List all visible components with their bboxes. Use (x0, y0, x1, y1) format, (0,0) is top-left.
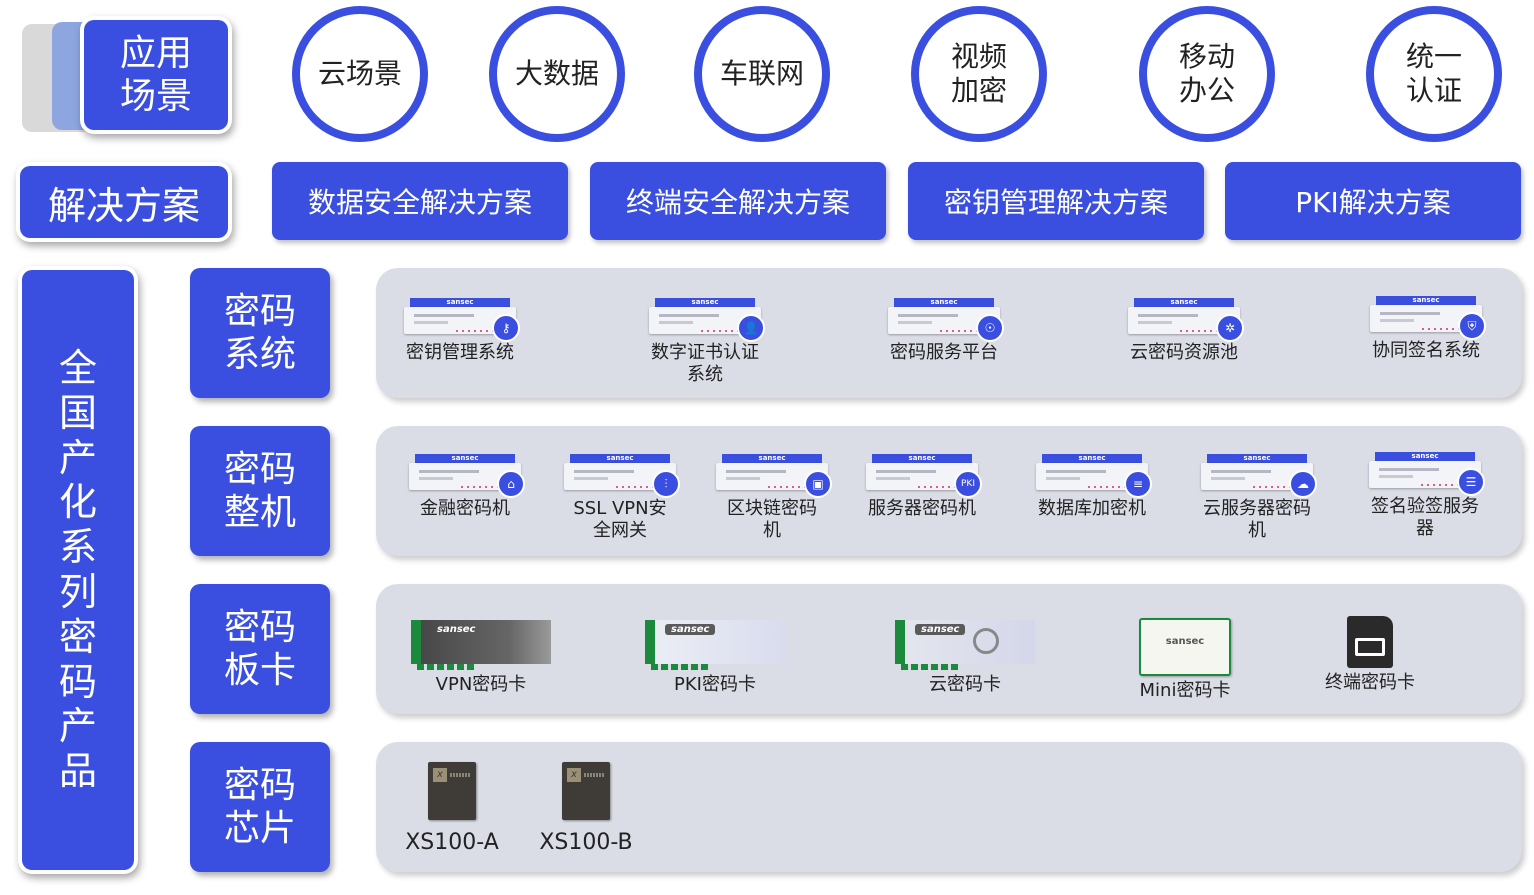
panel-machines (376, 426, 1522, 556)
product-sign-verify-server[interactable]: sansec☰ 签名验签服务 器 (1360, 452, 1490, 539)
server-device-icon: sansec✲ (1128, 298, 1244, 342)
pki-icon: PKI (954, 470, 982, 498)
server-device-icon: sansec☁ (1201, 454, 1317, 498)
item-label: 数据库加密机 (1038, 498, 1146, 519)
product-chip-xs100-b[interactable]: XS100-B (534, 762, 638, 856)
item-label: Mini密码卡 (1139, 680, 1231, 701)
network-icon: ✲ (1216, 314, 1244, 342)
category-label-machines: 密码 整机 (190, 426, 330, 556)
item-label: 服务器密码机 (868, 498, 976, 519)
server-device-icon: sansec⚷ (404, 298, 520, 342)
scene-iov[interactable]: 车联网 (694, 6, 830, 142)
item-label: PKI密码卡 (674, 674, 756, 695)
product-pki-crypto-card[interactable]: sansec PKI密码卡 (640, 620, 790, 696)
document-icon: ☰ (1457, 468, 1485, 496)
server-device-icon: sansec⛨ (1370, 296, 1486, 340)
item-label: 金融密码机 (420, 498, 510, 519)
category-label-chips: 密码 芯片 (190, 742, 330, 872)
server-device-icon: sansec▣ (716, 454, 832, 498)
sliders-icon: ⫶ (652, 470, 680, 498)
sd-card-icon (1347, 616, 1393, 668)
scene-cloud[interactable]: 云场景 (292, 6, 428, 142)
shield-icon: ⛨ (1458, 312, 1486, 340)
item-label: 云密码卡 (929, 674, 1001, 695)
product-database-encryptor[interactable]: sansec≡ 数据库加密机 (1022, 454, 1162, 520)
server-device-icon: sansec👤 (649, 298, 765, 342)
server-device-icon: sansec⫶ (564, 454, 680, 498)
category-label-cards: 密码 板卡 (190, 584, 330, 714)
product-cloud-crypto-card[interactable]: sansec 云密码卡 (890, 620, 1040, 696)
scenes-row-label: 应用 场景 (84, 20, 228, 130)
database-icon: ≡ (1124, 470, 1152, 498)
item-label: VPN密码卡 (435, 674, 527, 695)
product-ssl-vpn-gateway[interactable]: sansec⫶ SSL VPN安 全网关 (560, 454, 680, 541)
product-crypto-service-platform[interactable]: sansec☉ 密码服务平台 (884, 298, 1004, 364)
server-device-icon: sansec☰ (1369, 452, 1485, 496)
item-label: 云密码资源池 (1130, 342, 1238, 363)
item-label: 协同签名系统 (1372, 340, 1480, 361)
bank-icon: ⌂ (497, 470, 525, 498)
key-icon: ⚷ (492, 314, 520, 342)
item-label: SSL VPN安 全网关 (573, 498, 667, 541)
item-label: 区块链密码 机 (727, 498, 817, 541)
solutions-row-label: 解决方案 (20, 166, 228, 238)
product-vpn-crypto-card[interactable]: sansec VPN密码卡 (406, 620, 556, 696)
mini-card-icon: sansec (1139, 618, 1231, 676)
product-chip-xs100-a[interactable]: XS100-A (400, 762, 504, 856)
briefcase-icon: ▣ (804, 470, 832, 498)
item-label: 云服务器密码 机 (1203, 498, 1311, 541)
chip-icon (428, 762, 476, 820)
product-blockchain-crypto-machine[interactable]: sansec▣ 区块链密码 机 (712, 454, 832, 541)
pcie-card-icon: sansec (645, 620, 785, 670)
item-label: 数字证书认证 系统 (651, 342, 759, 385)
product-cloud-server-crypto-machine[interactable]: sansec☁ 云服务器密码 机 (1192, 454, 1322, 541)
products-row-label: 全 国 产 化 系 列 密 码 产 品 (22, 270, 134, 870)
scene-big-data[interactable]: 大数据 (489, 6, 625, 142)
server-device-icon: sansec☉ (888, 298, 1004, 342)
solution-key-management[interactable]: 密钥管理解决方案 (908, 162, 1204, 240)
product-financial-crypto-machine[interactable]: sansec⌂ 金融密码机 (405, 454, 525, 520)
item-label: 签名验签服务 器 (1371, 496, 1479, 539)
solution-pki[interactable]: PKI解决方案 (1225, 162, 1521, 240)
fan-icon (973, 628, 999, 654)
solution-terminal-security[interactable]: 终端安全解决方案 (590, 162, 886, 240)
product-cloud-crypto-pool[interactable]: sansec✲ 云密码资源池 (1124, 298, 1244, 364)
product-key-management-system[interactable]: sansec⚷ 密钥管理系统 (400, 298, 520, 364)
product-mini-crypto-card[interactable]: sansec Mini密码卡 (1125, 618, 1245, 702)
item-label: XS100-B (539, 830, 633, 855)
pcie-card-icon: sansec (411, 620, 551, 670)
cloud-icon: ☁ (1289, 470, 1317, 498)
item-label: 终端密码卡 (1325, 672, 1415, 693)
scene-mobile-office[interactable]: 移动 办公 (1139, 6, 1275, 142)
solution-data-security[interactable]: 数据安全解决方案 (272, 162, 568, 240)
item-label: 密钥管理系统 (406, 342, 514, 363)
server-device-icon: sansec≡ (1036, 454, 1152, 498)
hand-service-icon: ☉ (976, 314, 1004, 342)
server-device-icon: sansec⌂ (409, 454, 525, 498)
scene-unified-auth[interactable]: 统一 认证 (1366, 6, 1502, 142)
user-icon: 👤 (737, 314, 765, 342)
category-label-systems: 密码 系统 (190, 268, 330, 398)
product-digital-cert-system[interactable]: sansec👤 数字证书认证 系统 (645, 298, 765, 385)
pcie-card-icon: sansec (895, 620, 1035, 670)
product-terminal-crypto-card[interactable]: 终端密码卡 (1310, 616, 1430, 694)
item-label: 密码服务平台 (890, 342, 998, 363)
item-label: XS100-A (405, 830, 499, 855)
product-collab-signature-system[interactable]: sansec⛨ 协同签名系统 (1366, 296, 1486, 362)
chip-icon (562, 762, 610, 820)
scene-video-encryption[interactable]: 视频 加密 (911, 6, 1047, 142)
